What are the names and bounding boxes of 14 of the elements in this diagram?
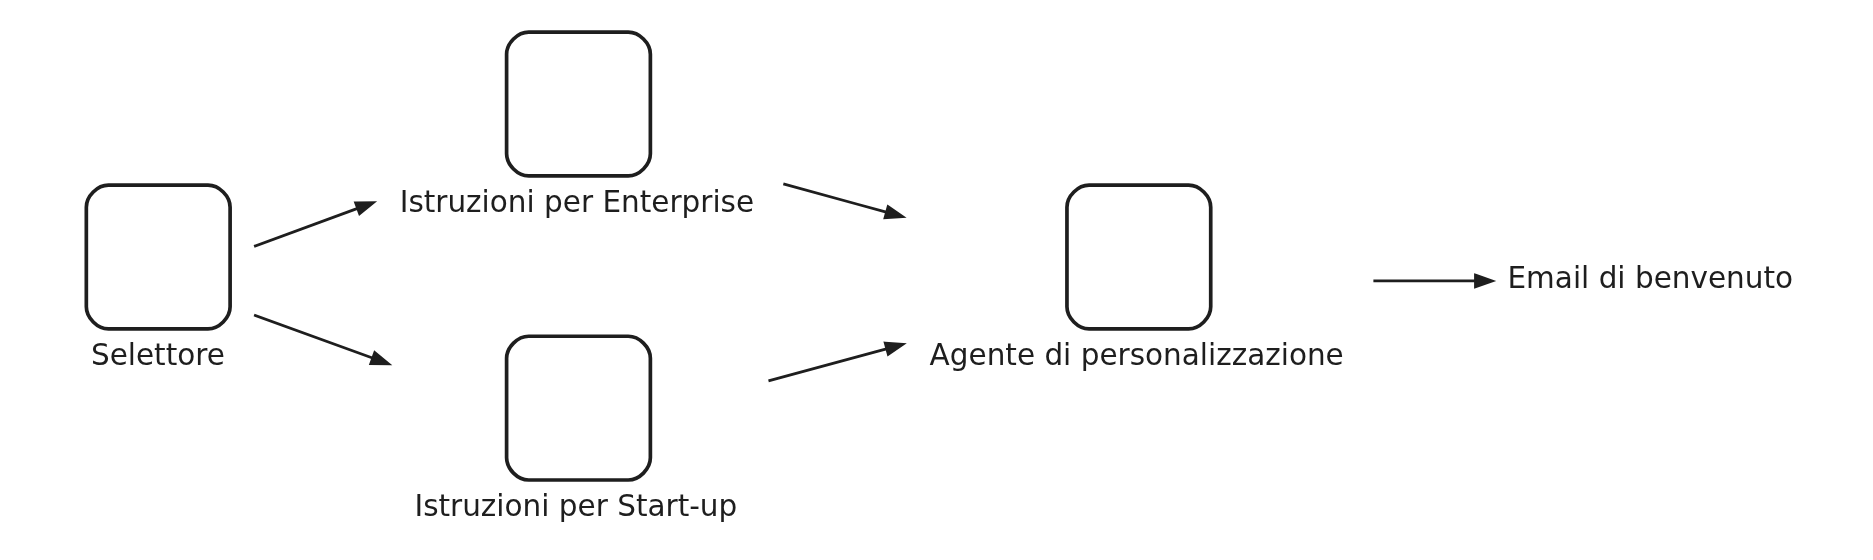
node-box bbox=[504, 30, 652, 178]
node-label: Agente di personalizzazione bbox=[929, 338, 1344, 373]
node-box bbox=[504, 334, 652, 482]
arrow bbox=[1372, 273, 1496, 289]
arrow bbox=[253, 313, 392, 366]
node-box bbox=[1064, 183, 1213, 331]
node-label: Selettore bbox=[90, 338, 225, 373]
arrow bbox=[253, 201, 377, 248]
node-text: Email di benvenuto bbox=[1506, 260, 1793, 295]
node-label: Istruzioni per Start-up bbox=[413, 489, 737, 524]
arrow bbox=[782, 182, 907, 220]
node-box bbox=[84, 183, 232, 331]
arrow bbox=[767, 341, 907, 383]
node-label: Istruzioni per Enterprise bbox=[399, 185, 754, 220]
